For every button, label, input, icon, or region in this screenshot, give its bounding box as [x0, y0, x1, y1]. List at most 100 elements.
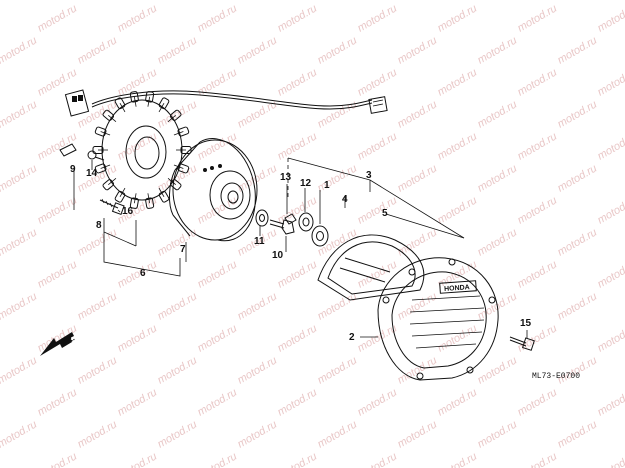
watermark-text: motod.ru [316, 226, 360, 258]
callout-8: 8 [96, 220, 102, 231]
watermark-text: motod.ru [596, 386, 625, 418]
watermark-text: motod.ru [276, 130, 320, 162]
watermark-text: motod.ru [556, 290, 600, 322]
watermark-text: motod.ru [436, 130, 480, 162]
watermark-text: motod.ru [396, 290, 440, 322]
watermark-text: motod.ru [116, 386, 160, 418]
watermark-text: motod.ru [156, 0, 200, 3]
watermark-text: motod.ru [476, 162, 520, 194]
watermark-text: motod.ru [476, 418, 520, 450]
watermark-text: motod.ru [0, 226, 39, 258]
callout-15: 15 [520, 318, 532, 329]
watermark-text: motod.ru [276, 66, 320, 98]
watermark-text: motod.ru [556, 226, 600, 258]
callout-3: 3 [366, 170, 372, 181]
watermark-text: motod.ru [76, 162, 120, 194]
watermark-text: motod.ru [396, 418, 440, 450]
flywheel-rotor [169, 138, 258, 242]
watermark-text: motod.ru [116, 130, 160, 162]
watermark-text: motod.ru [36, 194, 80, 226]
watermark-text: motod.ru [0, 290, 39, 322]
watermark-text: motod.ru [556, 34, 600, 66]
leader-lines [73, 157, 528, 338]
watermark-text: motod.ru [516, 194, 560, 226]
watermark-text: motod.ru [316, 98, 360, 130]
callout-7: 7 [180, 244, 186, 255]
watermark-text: motod.ru [316, 418, 360, 450]
watermark-text: motod.ru [196, 258, 240, 290]
watermark-text: motod.ru [76, 34, 120, 66]
watermark-text: motod.ru [276, 386, 320, 418]
watermark-text: motod.ru [76, 290, 120, 322]
watermark-text: motod.ru [516, 66, 560, 98]
watermark-text: motod.ru [236, 418, 280, 450]
watermark-text: motod.ru [116, 322, 160, 354]
watermark-text: motod.ru [596, 450, 625, 468]
watermark-text: motod.ru [76, 226, 120, 258]
watermark-text: motod.ru [116, 258, 160, 290]
watermark-text: motod.ru [436, 66, 480, 98]
watermark-text: motod.ru [476, 226, 520, 258]
watermark-text: motod.ru [436, 322, 480, 354]
watermark-text: motod.ru [436, 2, 480, 34]
watermark-text: motod.ru [476, 354, 520, 386]
watermark-text: motod.ru [596, 66, 625, 98]
watermark-text: motod.ru [436, 194, 480, 226]
watermark-text: motod.ru [556, 98, 600, 130]
watermark-text: motod.ru [396, 162, 440, 194]
watermark-text: motod.ru [356, 66, 400, 98]
callout-14: 14 [86, 168, 98, 179]
watermark-text: motod.ru [356, 130, 400, 162]
watermark-text: motod.ru [236, 354, 280, 386]
bolt-16 [99, 198, 125, 216]
callout-13: 13 [280, 172, 292, 183]
watermark-text: motod.ru [76, 418, 120, 450]
callout-2: 2 [349, 332, 355, 343]
watermark-text: motod.ru [436, 450, 480, 468]
watermark-text: motod.ru [596, 194, 625, 226]
watermark-text: motod.ru [0, 0, 39, 3]
front-arrow-icon [40, 332, 74, 356]
watermark-text: motod.ru [196, 2, 240, 34]
watermark-text: motod.ru [236, 290, 280, 322]
watermark-text: motod.ru [276, 322, 320, 354]
washer-11 [255, 209, 269, 227]
watermark-text: motod.ru [516, 386, 560, 418]
callout-12: 12 [300, 178, 312, 189]
watermark-text: motod.ru [276, 2, 320, 34]
watermark-text: motod.ru [356, 194, 400, 226]
watermark-text: motod.ru [196, 194, 240, 226]
watermark-text: motod.ru [596, 130, 625, 162]
callout-10: 10 [272, 250, 284, 261]
bolt-15 [509, 336, 535, 351]
watermark-text: motod.ru [156, 226, 200, 258]
watermark-text: motod.ru [196, 450, 240, 468]
gasket [317, 234, 425, 301]
watermark-text: motod.ru [236, 0, 280, 3]
watermark-text: motod.ru [36, 2, 80, 34]
watermark-text: motod.ru [156, 34, 200, 66]
watermark-text: motod.ru [356, 450, 400, 468]
watermark-text: motod.ru [156, 354, 200, 386]
watermark-text: motod.ru [556, 418, 600, 450]
callout-4: 4 [342, 194, 348, 205]
watermark-text: motod.ru [516, 450, 560, 468]
watermark-text: motod.ru [276, 450, 320, 468]
watermark-text: motod.ru [0, 162, 39, 194]
watermark-text: motod.ru [356, 386, 400, 418]
watermark-text: motod.ru [596, 2, 625, 34]
watermark-text: motod.ru [36, 258, 80, 290]
watermark-text: motod.ru [0, 418, 39, 450]
watermark-text: motod.ru [396, 354, 440, 386]
watermark-text: motod.ru [0, 98, 39, 130]
watermark-text: motod.ru [276, 258, 320, 290]
watermark-text: motod.ru [36, 130, 80, 162]
watermark-text: motod.ru [556, 0, 600, 3]
watermark-text: motod.ru [116, 450, 160, 468]
watermark-text: motod.ru [556, 354, 600, 386]
watermark-text: motod.ru [0, 354, 39, 386]
watermark-text: motod.ru [316, 354, 360, 386]
watermark-text: motod.ru [396, 0, 440, 3]
watermark-text: motod.ru [76, 354, 120, 386]
